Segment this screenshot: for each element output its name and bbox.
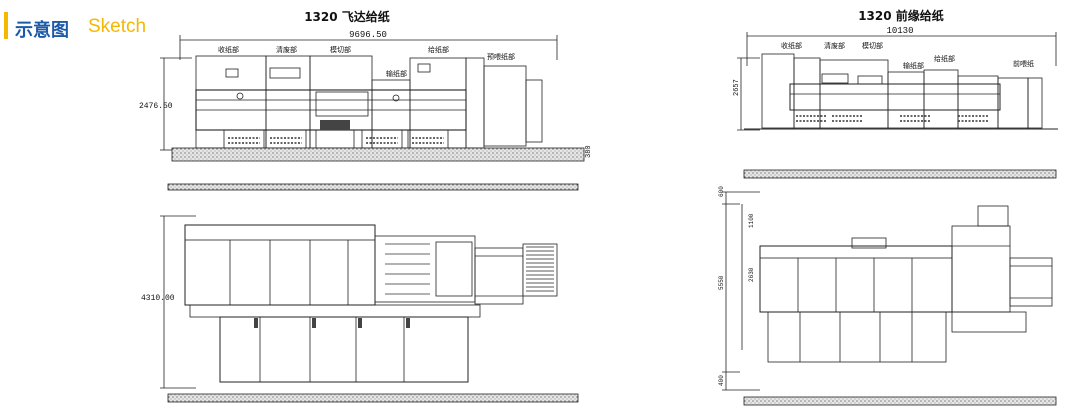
left-side-view: 1320 飞达给纸 9696.50 2476.50 收纸部 清废部 模切部 输纸… (139, 9, 593, 191)
right-width-dim-3: 2630 (748, 267, 755, 282)
right-machine-title: 1320 前缘给纸 (858, 8, 944, 23)
right-section-label-1: 收纸部 (781, 41, 802, 50)
right-height-dim: 2657 (733, 79, 741, 96)
left-section-label-4: 输纸部 (386, 69, 407, 78)
right-overall-length: 10130 (886, 26, 913, 36)
left-machine-title: 1320 飞达给纸 (304, 9, 390, 24)
right-section-label-3: 模切部 (862, 41, 883, 50)
right-side-view: 1320 前缘给纸 10130 2657 收纸部 清废部 模切部 输纸部 给纸部… (733, 8, 1058, 179)
right-width-dim-1: 600 (718, 186, 725, 197)
page-subtitle: Sketch (88, 16, 147, 37)
header-accent-bar (4, 12, 8, 39)
left-section-label-3: 模切部 (330, 45, 351, 54)
left-top-view: 4310.00 (141, 215, 579, 403)
left-section-label-5: 给纸部 (428, 45, 449, 54)
right-top-view: 600 1100 2630 5550 400 (718, 186, 1057, 406)
left-height-dim: 2476.50 (139, 102, 173, 111)
left-width-dim: 4310.00 (141, 294, 175, 303)
page-title: 示意图 (15, 20, 69, 41)
left-section-label-2: 清废部 (276, 45, 297, 54)
right-width-dim-5: 400 (718, 375, 725, 386)
right-section-label-6: 前喂纸 (1013, 59, 1034, 68)
right-width-dim-4: 5550 (718, 275, 725, 290)
right-width-dim-2: 1100 (748, 213, 755, 228)
right-section-label-2: 清废部 (824, 41, 845, 50)
left-section-label-1: 收纸部 (218, 45, 239, 54)
left-floor-dim: 380 (585, 145, 593, 158)
right-section-label-5: 给纸部 (934, 54, 955, 63)
right-section-label-4: 输纸部 (903, 61, 924, 70)
left-section-label-6: 预喂纸部 (487, 52, 515, 61)
left-overall-length: 9696.50 (349, 30, 387, 40)
